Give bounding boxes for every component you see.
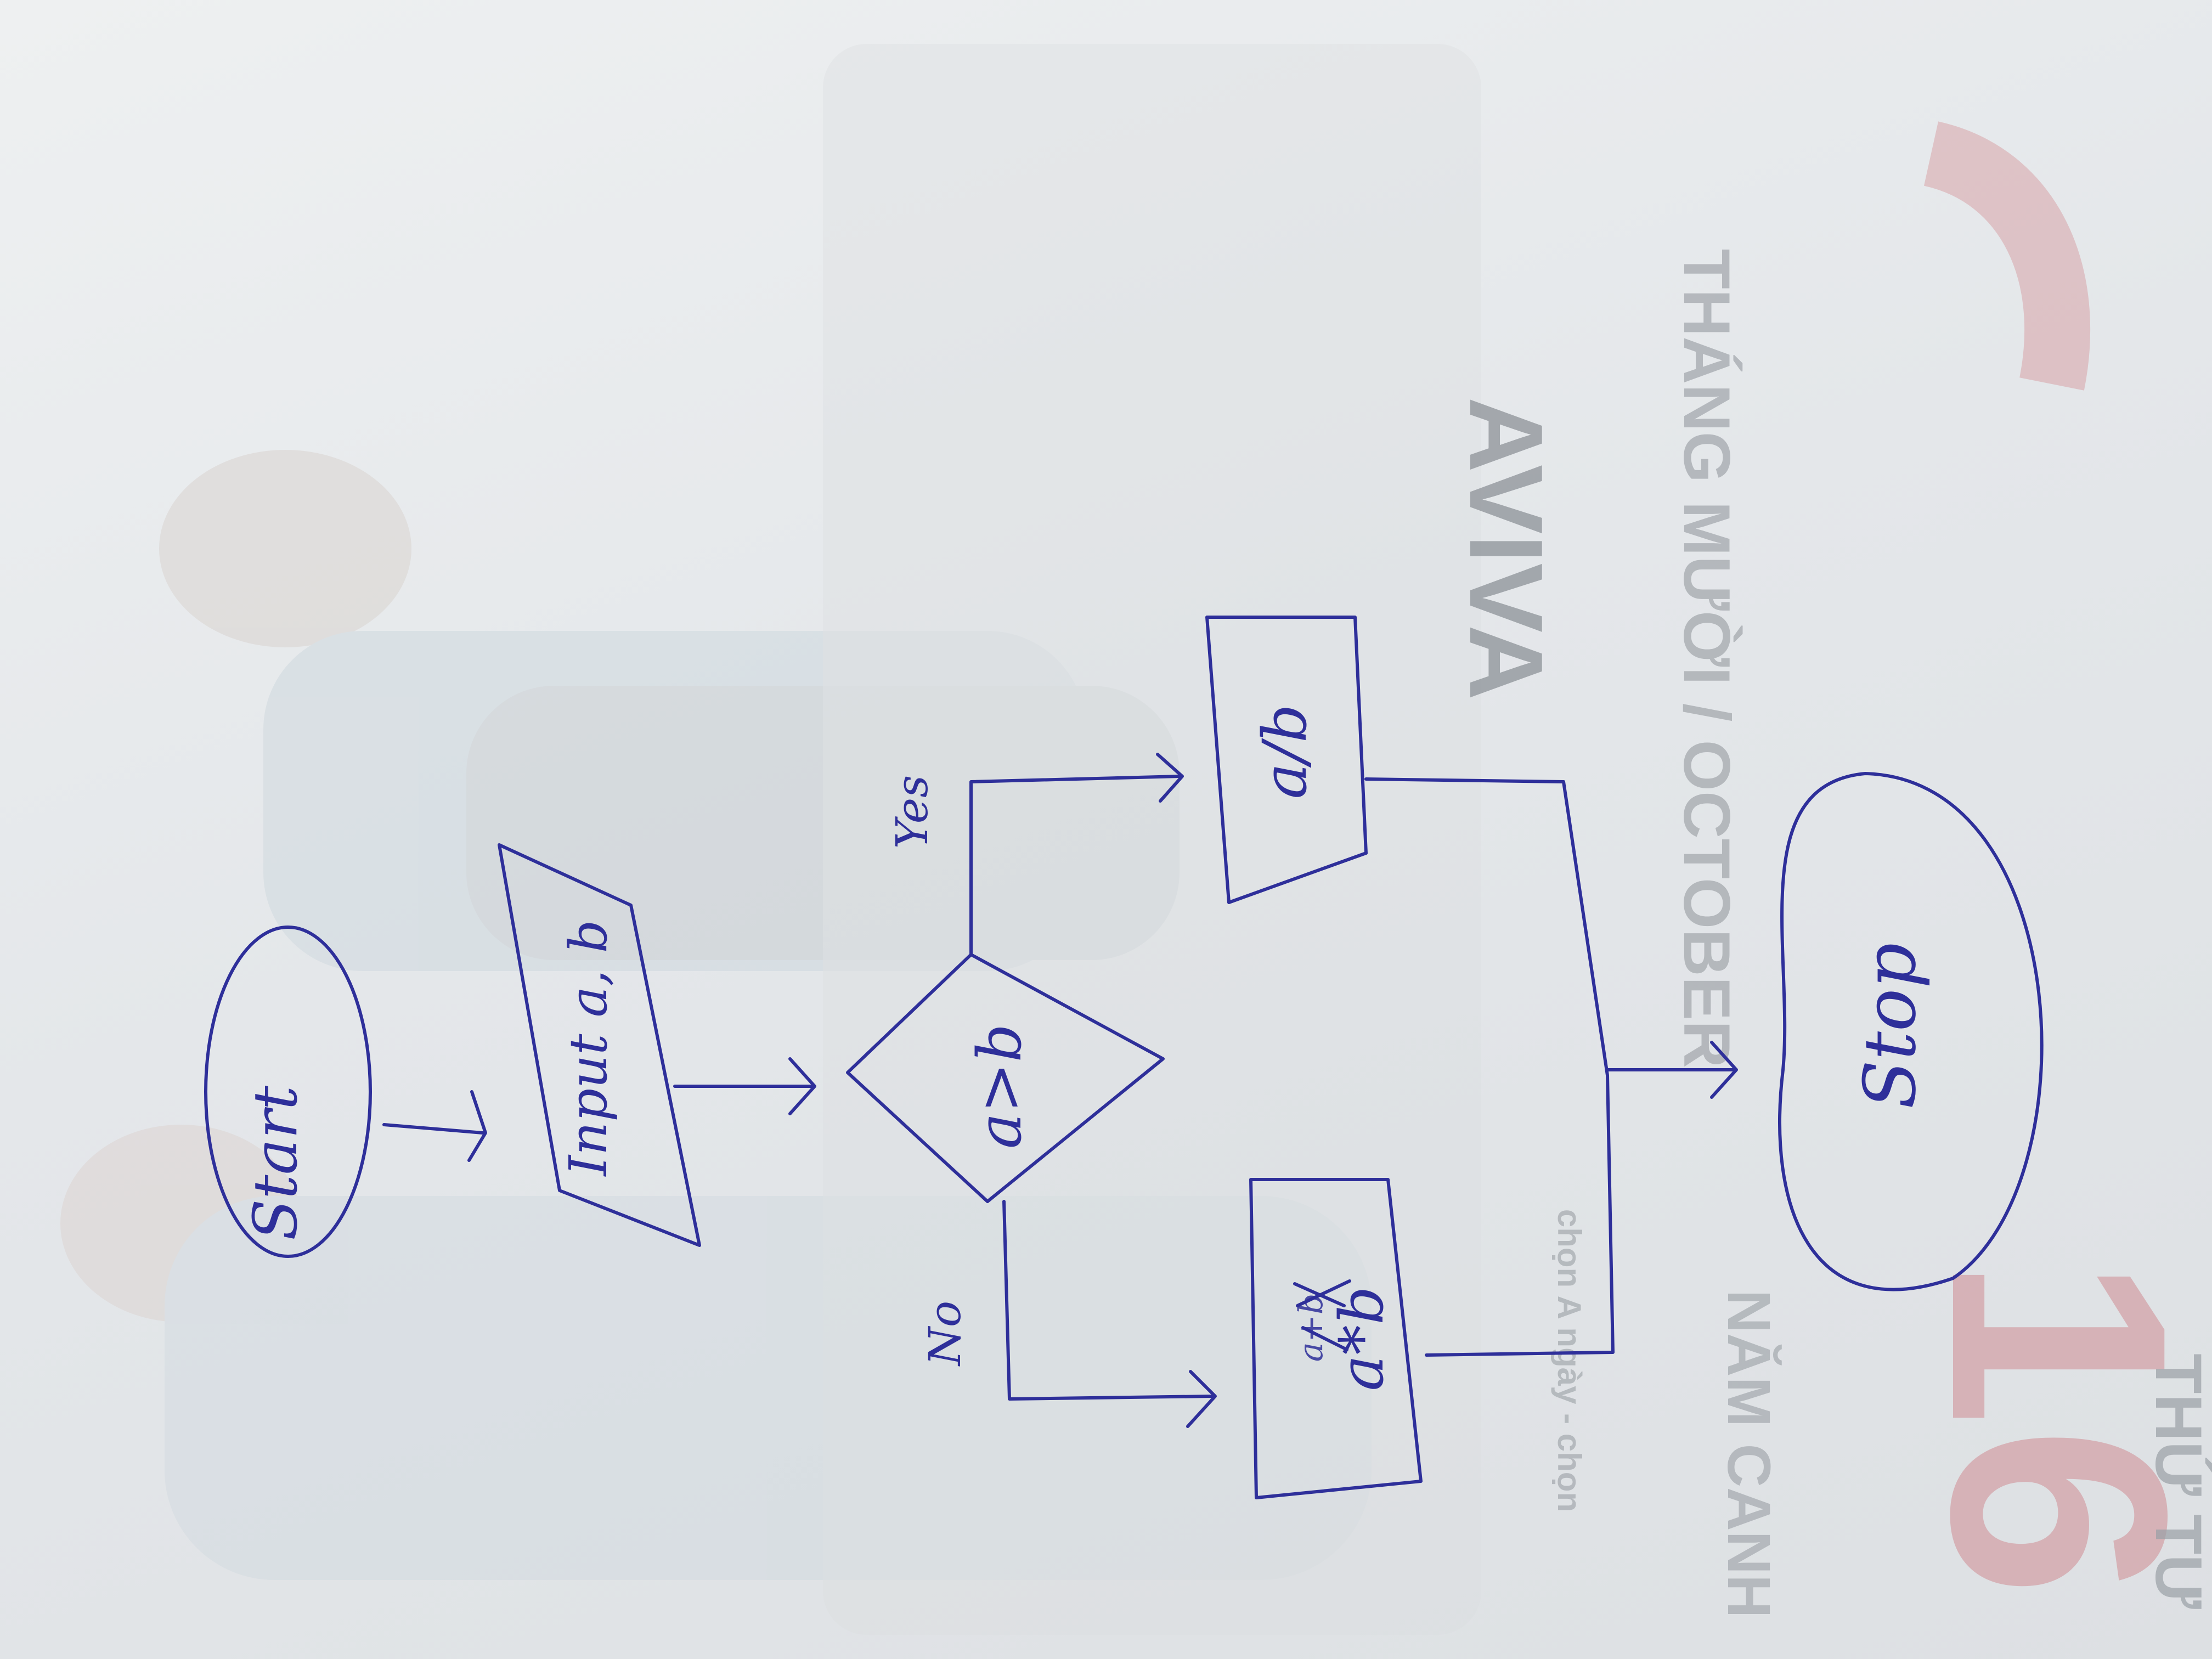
no-output-label: a*b: [1327, 1286, 1397, 1391]
lunar-line-text: NĂM CANH: [1715, 1290, 1782, 1618]
bg-figure-body-3: [466, 686, 1180, 960]
background-photo: [60, 44, 1481, 1635]
start-label: Start: [240, 1085, 311, 1240]
stop-terminal: [1778, 772, 2044, 1291]
decision-diamond: [846, 953, 1165, 1203]
yes-output-box: [1205, 616, 1368, 904]
no-output-struck-label: a+b: [1292, 1294, 1330, 1362]
arrow-no-branch: [1002, 1200, 1217, 1428]
no-output-strike-marks: [1293, 1279, 1351, 1351]
calendar-print: AVIVA THÁNG MƯỜI / OCTOBER 16 THỨ TƯ NĂM…: [1448, 121, 2212, 1618]
bg-scenery: [823, 44, 1481, 1635]
month-line-text: THÁNG MƯỜI / OCTOBER: [1670, 249, 1743, 1068]
arrow-start-to-input: [382, 1090, 487, 1162]
input-parallelogram: [498, 843, 701, 1247]
arrow-input-to-decision: [673, 1057, 816, 1115]
no-output-box: [1249, 1178, 1423, 1499]
flowchart-labels: Start Input a, b a>b Yes No a/b a+b a*b …: [240, 704, 1932, 1391]
flowchart: [204, 616, 2044, 1499]
merge-line: [1364, 777, 1615, 1357]
brand-text: AVIVA: [1448, 397, 1564, 700]
stop-label: Stop: [1848, 943, 1932, 1109]
day-number-text: 16: [1888, 1256, 2212, 1598]
small-note-text: chọn A ngày - chọn: [1551, 1209, 1588, 1512]
yes-label: Yes: [887, 775, 938, 849]
start-terminal: [204, 926, 372, 1258]
decision-label: a>b: [964, 1024, 1035, 1149]
arrow-to-stop: [1606, 1041, 1738, 1099]
bg-figure-body-2: [165, 1196, 1372, 1580]
weekday-text: THỨ TƯ: [2142, 1353, 2212, 1609]
yes-output-label: a/b: [1250, 704, 1320, 799]
input-label: Input a, b: [558, 920, 619, 1177]
no-label: No: [919, 1301, 970, 1367]
arrow-yes-branch: [969, 753, 1184, 956]
bg-figure-head-1: [159, 450, 411, 647]
red-ring-mark: [1923, 121, 2091, 391]
